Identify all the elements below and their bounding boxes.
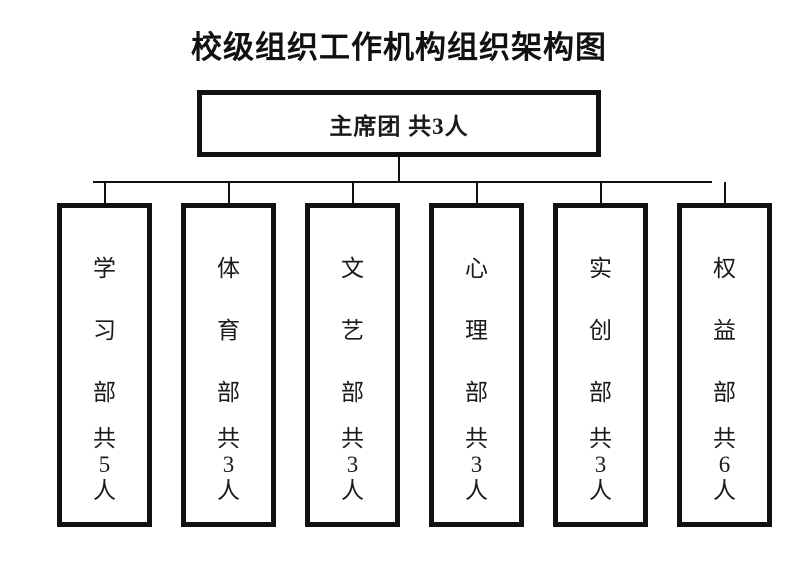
org-node-department-name-char: 文 <box>341 256 364 281</box>
connector-drop <box>476 182 478 204</box>
org-node-department-name-char: 心 <box>465 256 488 281</box>
org-node-department-name-char: 理 <box>465 318 488 343</box>
org-node-department-count-char: 人 <box>465 478 488 503</box>
org-node-department-count-char: 人 <box>713 478 736 503</box>
org-node-department-name-char: 部 <box>713 380 736 405</box>
org-node-department-name-char: 部 <box>589 380 612 405</box>
org-node-department-name-char: 艺 <box>341 318 364 343</box>
org-node-department-count-char: 共 <box>465 426 488 451</box>
org-node-department-name-char: 部 <box>465 380 488 405</box>
org-node-department-count-char: 人 <box>217 478 240 503</box>
org-node-department-count-char: 共 <box>341 426 364 451</box>
connector-drop <box>724 182 726 204</box>
org-node-department-count-char: 3 <box>346 452 359 477</box>
connector-trunk-vertical <box>398 157 400 182</box>
org-node-department-name: 学习部 <box>93 238 116 424</box>
org-node-department-count-char: 3 <box>222 452 235 477</box>
org-node-department-name: 文艺部 <box>341 238 364 424</box>
org-node-department-name: 心理部 <box>465 238 488 424</box>
org-node-department-count-char: 共 <box>217 426 240 451</box>
org-node-department-name-char: 部 <box>93 380 116 405</box>
org-node-department-name-char: 部 <box>341 380 364 405</box>
org-node-department-count-char: 6 <box>718 452 731 477</box>
org-node-department-name-char: 习 <box>93 318 116 343</box>
connector-drop <box>228 182 230 204</box>
org-node-department-name-char: 育 <box>217 318 240 343</box>
org-node-department-name: 体育部 <box>217 238 240 424</box>
org-node-department-count-char: 5 <box>98 452 111 477</box>
org-node-department-name-char: 部 <box>217 380 240 405</box>
org-node-department-name-char: 体 <box>217 256 240 281</box>
org-node-department-count-char: 3 <box>470 452 483 477</box>
org-node-department-name: 权益部 <box>713 238 736 424</box>
org-node-root[interactable]: 主席团 共3人 <box>197 90 601 157</box>
page-title: 校级组织工作机构组织架构图 <box>191 30 607 65</box>
connector-drop <box>600 182 602 204</box>
org-node-department-count-char: 人 <box>93 478 116 503</box>
org-node-department-name-char: 益 <box>713 318 736 343</box>
connector-drop <box>352 182 354 204</box>
connector-bus-horizontal <box>93 181 712 183</box>
org-node-department-count-char: 人 <box>341 478 364 503</box>
org-node-department-name-char: 权 <box>713 256 736 281</box>
org-node-department-count-char: 3 <box>594 452 607 477</box>
org-node-department-name-char: 实 <box>589 256 612 281</box>
org-node-department-name-char: 学 <box>93 256 116 281</box>
org-node-department-count-char: 共 <box>589 426 612 451</box>
org-node-department-count-char: 共 <box>713 426 736 451</box>
connector-drop <box>104 182 106 204</box>
org-node-department-name: 实创部 <box>589 238 612 424</box>
org-node-department-count-char: 人 <box>589 478 612 503</box>
org-node-root-label: 主席团 共3人 <box>329 113 469 139</box>
org-node-department-name-char: 创 <box>589 318 612 343</box>
org-node-department-count-char: 共 <box>93 426 116 451</box>
